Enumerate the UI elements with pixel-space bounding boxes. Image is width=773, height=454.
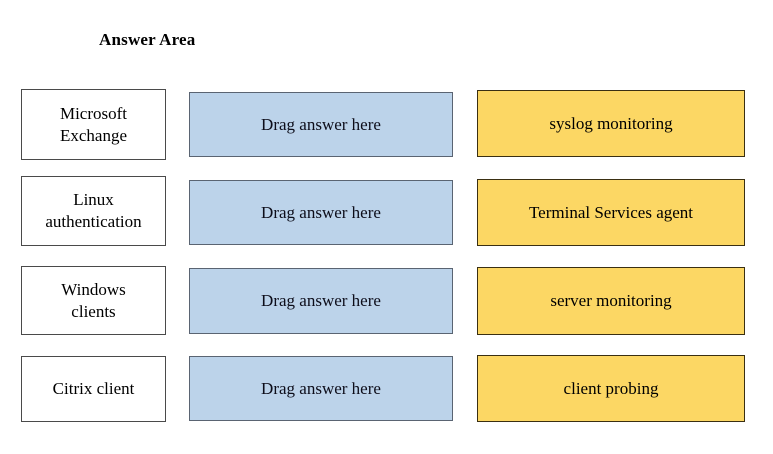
answer-option-server-monitoring[interactable]: server monitoring — [477, 267, 745, 335]
prompt-label-row-3: Windows clients — [61, 279, 126, 321]
prompt-box-row-3: Windows clients — [21, 266, 166, 335]
answer-option-terminal-services-agent[interactable]: Terminal Services agent — [477, 179, 745, 246]
drop-target-row-4[interactable]: Drag answer here — [189, 356, 453, 421]
drop-target-row-2[interactable]: Drag answer here — [189, 180, 453, 245]
drop-target-label-row-1: Drag answer here — [261, 114, 381, 134]
drop-target-row-3[interactable]: Drag answer here — [189, 268, 453, 334]
drop-target-label-row-3: Drag answer here — [261, 291, 381, 310]
answer-option-client-probing[interactable]: client probing — [477, 355, 745, 422]
answer-option-label-row-3: server monitoring — [550, 291, 672, 310]
page-title: Answer Area — [99, 30, 196, 49]
prompt-box-row-1: Microsoft Exchange — [21, 89, 166, 160]
prompt-label-row-4: Citrix client — [52, 379, 135, 398]
drop-target-label-row-4: Drag answer here — [261, 378, 381, 398]
answer-option-label-row-4: client probing — [563, 378, 659, 398]
prompt-box-row-2: Linux authentication — [21, 176, 166, 246]
answer-option-syslog-monitoring[interactable]: syslog monitoring — [477, 90, 745, 157]
prompt-box-row-4: Citrix client — [21, 356, 166, 422]
answer-option-label-row-2: Terminal Services agent — [528, 202, 694, 222]
answer-option-label-row-1: syslog monitoring — [549, 113, 673, 133]
prompt-label-row-2: Linux authentication — [45, 190, 142, 231]
drop-target-label-row-2: Drag answer here — [261, 202, 381, 222]
prompt-label-row-1: Microsoft Exchange — [59, 103, 128, 145]
drop-target-row-1[interactable]: Drag answer here — [189, 92, 453, 157]
